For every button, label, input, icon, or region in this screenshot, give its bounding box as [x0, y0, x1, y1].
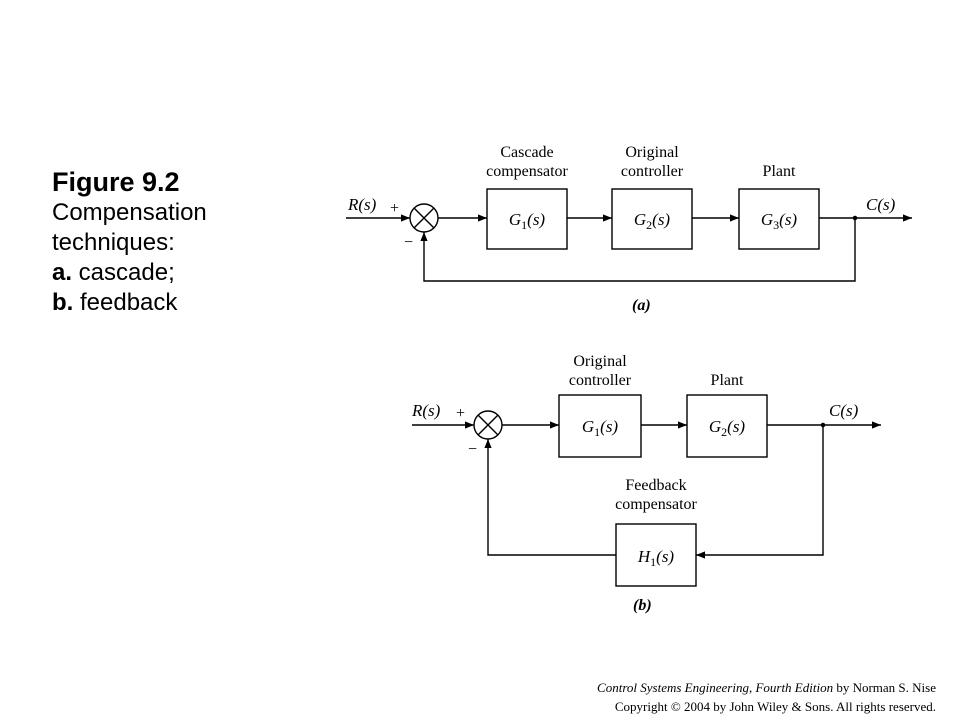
- block-cascade-compensator: [486, 188, 568, 250]
- caption-item-b: b. feedback: [52, 288, 207, 318]
- caption-item-a-letter: a.: [52, 259, 73, 286]
- block-title-cascade-2: compensator: [486, 163, 568, 180]
- transfer-function-g3-a: G3(s): [761, 210, 798, 232]
- diagram-feedback: [412, 394, 881, 587]
- feedback-path-a: [420, 218, 856, 282]
- transfer-function-g1-b: G1(s): [582, 417, 619, 439]
- block-title-cascade-1: Cascade: [500, 144, 553, 161]
- credit-line-1: Control Systems Engineering, Fourth Edit…: [597, 680, 936, 696]
- output-label-b: C(s): [829, 401, 859, 420]
- block-title-controller-b-1: Original: [573, 353, 627, 370]
- output-label-a: C(s): [866, 195, 896, 214]
- figure-number: Figure 9.2: [52, 167, 180, 197]
- input-label-b: R(s): [411, 401, 441, 420]
- transfer-function-g2-a: G2(s): [634, 210, 671, 232]
- caption-line-2: techniques:: [52, 229, 175, 256]
- feedback-path-to-h1: [696, 425, 824, 559]
- block-title-feedback-2: compensator: [615, 496, 697, 513]
- minus-sign-b: −: [468, 441, 477, 458]
- book-author: by Norman S. Nise: [833, 680, 936, 695]
- diagram-label-b: (b): [633, 597, 652, 614]
- block-plant-a: [738, 188, 820, 250]
- caption-item-b-text: feedback: [73, 289, 178, 316]
- diagram-label-a: (a): [632, 297, 651, 314]
- plus-sign-a: +: [390, 200, 399, 217]
- caption-item-a: a. cascade;: [52, 258, 207, 288]
- block-title-controller-1: Original: [625, 144, 679, 161]
- feedback-path-to-sum: [484, 439, 616, 556]
- pickoff-point-a: [852, 215, 858, 221]
- block-title-plant-b: Plant: [711, 372, 744, 389]
- block-title-controller-2: controller: [621, 163, 684, 180]
- plus-sign-b: +: [456, 405, 465, 422]
- input-label-a: R(s): [347, 195, 377, 214]
- block-original-controller-a: [611, 188, 693, 250]
- caption-item-a-text: cascade;: [72, 259, 175, 286]
- block-title-plant-a: Plant: [763, 163, 796, 180]
- transfer-function-g2-b: G2(s): [709, 417, 746, 439]
- diagram-cascade: [346, 188, 912, 282]
- transfer-function-h1: H1(s): [637, 547, 675, 569]
- block-plant-b: [686, 394, 768, 458]
- minus-sign-a: −: [404, 234, 413, 251]
- transfer-function-g1-a: G1(s): [509, 210, 546, 232]
- block-original-controller-b: [558, 394, 642, 458]
- copyright-line: Copyright © 2004 by John Wiley & Sons. A…: [614, 699, 936, 714]
- block-title-feedback-1: Feedback: [625, 477, 686, 494]
- caption-item-b-letter: b.: [52, 289, 74, 316]
- caption-line-1: Compensation: [52, 199, 207, 226]
- summing-junction-cross-b2: [477, 414, 499, 436]
- book-title: Control Systems Engineering, Fourth Edit…: [597, 680, 834, 695]
- figure-caption: Figure 9.2 Compensation techniques: a. c…: [52, 166, 207, 318]
- summing-junction-cross-a2: [413, 207, 435, 229]
- block-title-controller-b-2: controller: [569, 372, 632, 389]
- pickoff-point-b: [820, 422, 826, 428]
